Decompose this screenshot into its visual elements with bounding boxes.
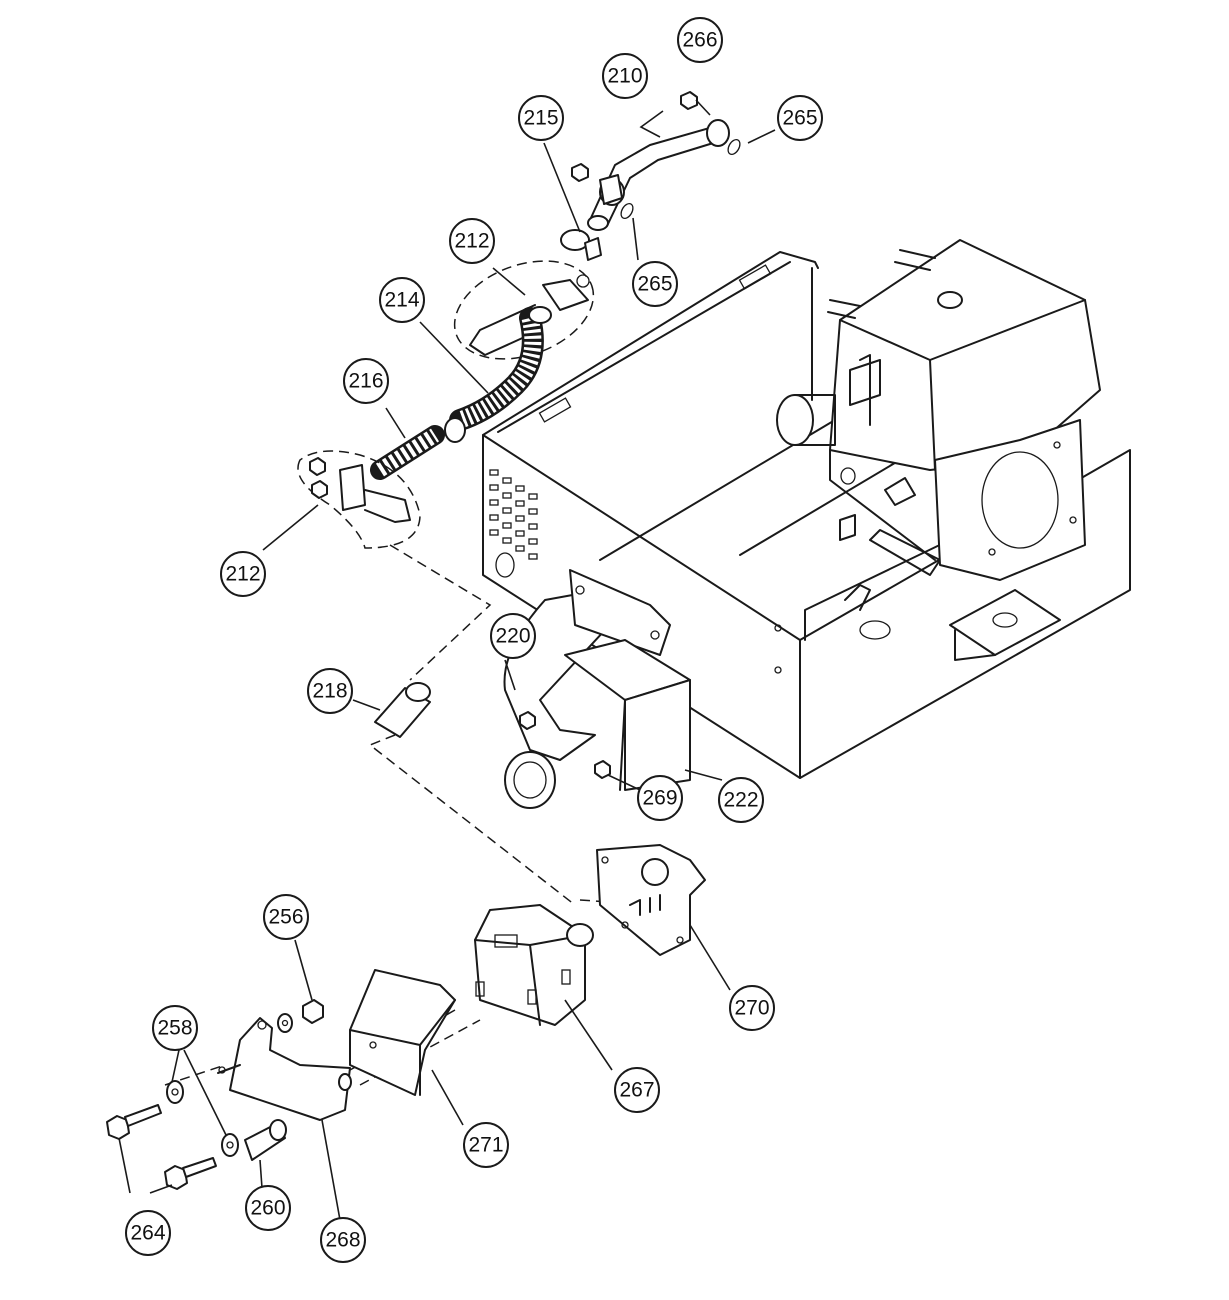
callout-216-label: 216 <box>348 370 383 393</box>
part-266-nut <box>571 91 711 182</box>
callout-215-label: 215 <box>523 107 558 130</box>
callout-212-lower: 212 <box>220 551 266 597</box>
callout-260-label: 260 <box>250 1197 285 1220</box>
part-268-bracket <box>217 1017 352 1121</box>
callout-267-label: 267 <box>619 1079 654 1102</box>
callout-269-label: 269 <box>642 787 677 810</box>
part-267-muffler <box>474 904 594 1026</box>
callout-258-label: 258 <box>157 1017 192 1040</box>
callout-265-upper: 265 <box>777 95 823 141</box>
callout-267: 267 <box>614 1067 660 1113</box>
callout-266-label: 266 <box>682 29 717 52</box>
callout-215: 215 <box>518 95 564 141</box>
callout-212-lower-label: 212 <box>225 563 260 586</box>
part-222-guard <box>564 639 691 791</box>
callout-220: 220 <box>490 613 536 659</box>
callout-265-lower-label: 265 <box>637 273 672 296</box>
callout-269: 269 <box>637 775 683 821</box>
callout-216: 216 <box>343 358 389 404</box>
callout-270: 270 <box>729 985 775 1031</box>
part-214-flex-hose <box>444 306 552 443</box>
callout-212-upper-label: 212 <box>454 230 489 253</box>
callout-265-upper-label: 265 <box>782 107 817 130</box>
part-256-nut <box>277 999 324 1033</box>
part-258-washers <box>166 1080 239 1157</box>
callout-268-label: 268 <box>325 1229 360 1252</box>
callout-258: 258 <box>152 1005 198 1051</box>
callout-264-label: 264 <box>130 1222 165 1245</box>
callout-222-label: 222 <box>723 789 758 812</box>
part-215-clamp <box>560 229 602 261</box>
callout-220-label: 220 <box>495 625 530 648</box>
engine <box>776 239 1101 581</box>
callout-210-label: 210 <box>607 65 642 88</box>
leader-lines <box>118 110 776 1221</box>
callout-266: 266 <box>677 17 723 63</box>
callout-218: 218 <box>307 668 353 714</box>
callout-218-label: 218 <box>312 680 347 703</box>
callout-256-label: 256 <box>268 906 303 929</box>
part-212-upper-mount <box>453 260 595 360</box>
callout-260: 260 <box>245 1185 291 1231</box>
part-269-nuts <box>519 711 641 791</box>
callout-271-label: 271 <box>468 1134 503 1157</box>
part-218-tube <box>374 682 431 738</box>
part-216-spring <box>370 425 445 480</box>
callout-222: 222 <box>718 777 764 823</box>
callout-212-upper: 212 <box>449 218 495 264</box>
part-271-cover <box>349 969 456 1096</box>
callout-268: 268 <box>320 1217 366 1263</box>
callout-214: 214 <box>379 277 425 323</box>
callout-256: 256 <box>263 894 309 940</box>
part-270-heat-shield <box>596 844 706 956</box>
callout-210: 210 <box>602 53 648 99</box>
part-212-lower-mount <box>297 450 421 549</box>
callout-265-lower: 265 <box>632 261 678 307</box>
part-210-exhaust-pipe <box>587 119 730 231</box>
callout-270-label: 270 <box>734 997 769 1020</box>
part-265-gaskets <box>620 138 741 220</box>
part-260-spacer <box>244 1119 287 1161</box>
callout-264: 264 <box>125 1210 171 1256</box>
callout-214-label: 214 <box>384 289 419 312</box>
part-264-bolts <box>106 1104 217 1190</box>
callout-271: 271 <box>463 1122 509 1168</box>
